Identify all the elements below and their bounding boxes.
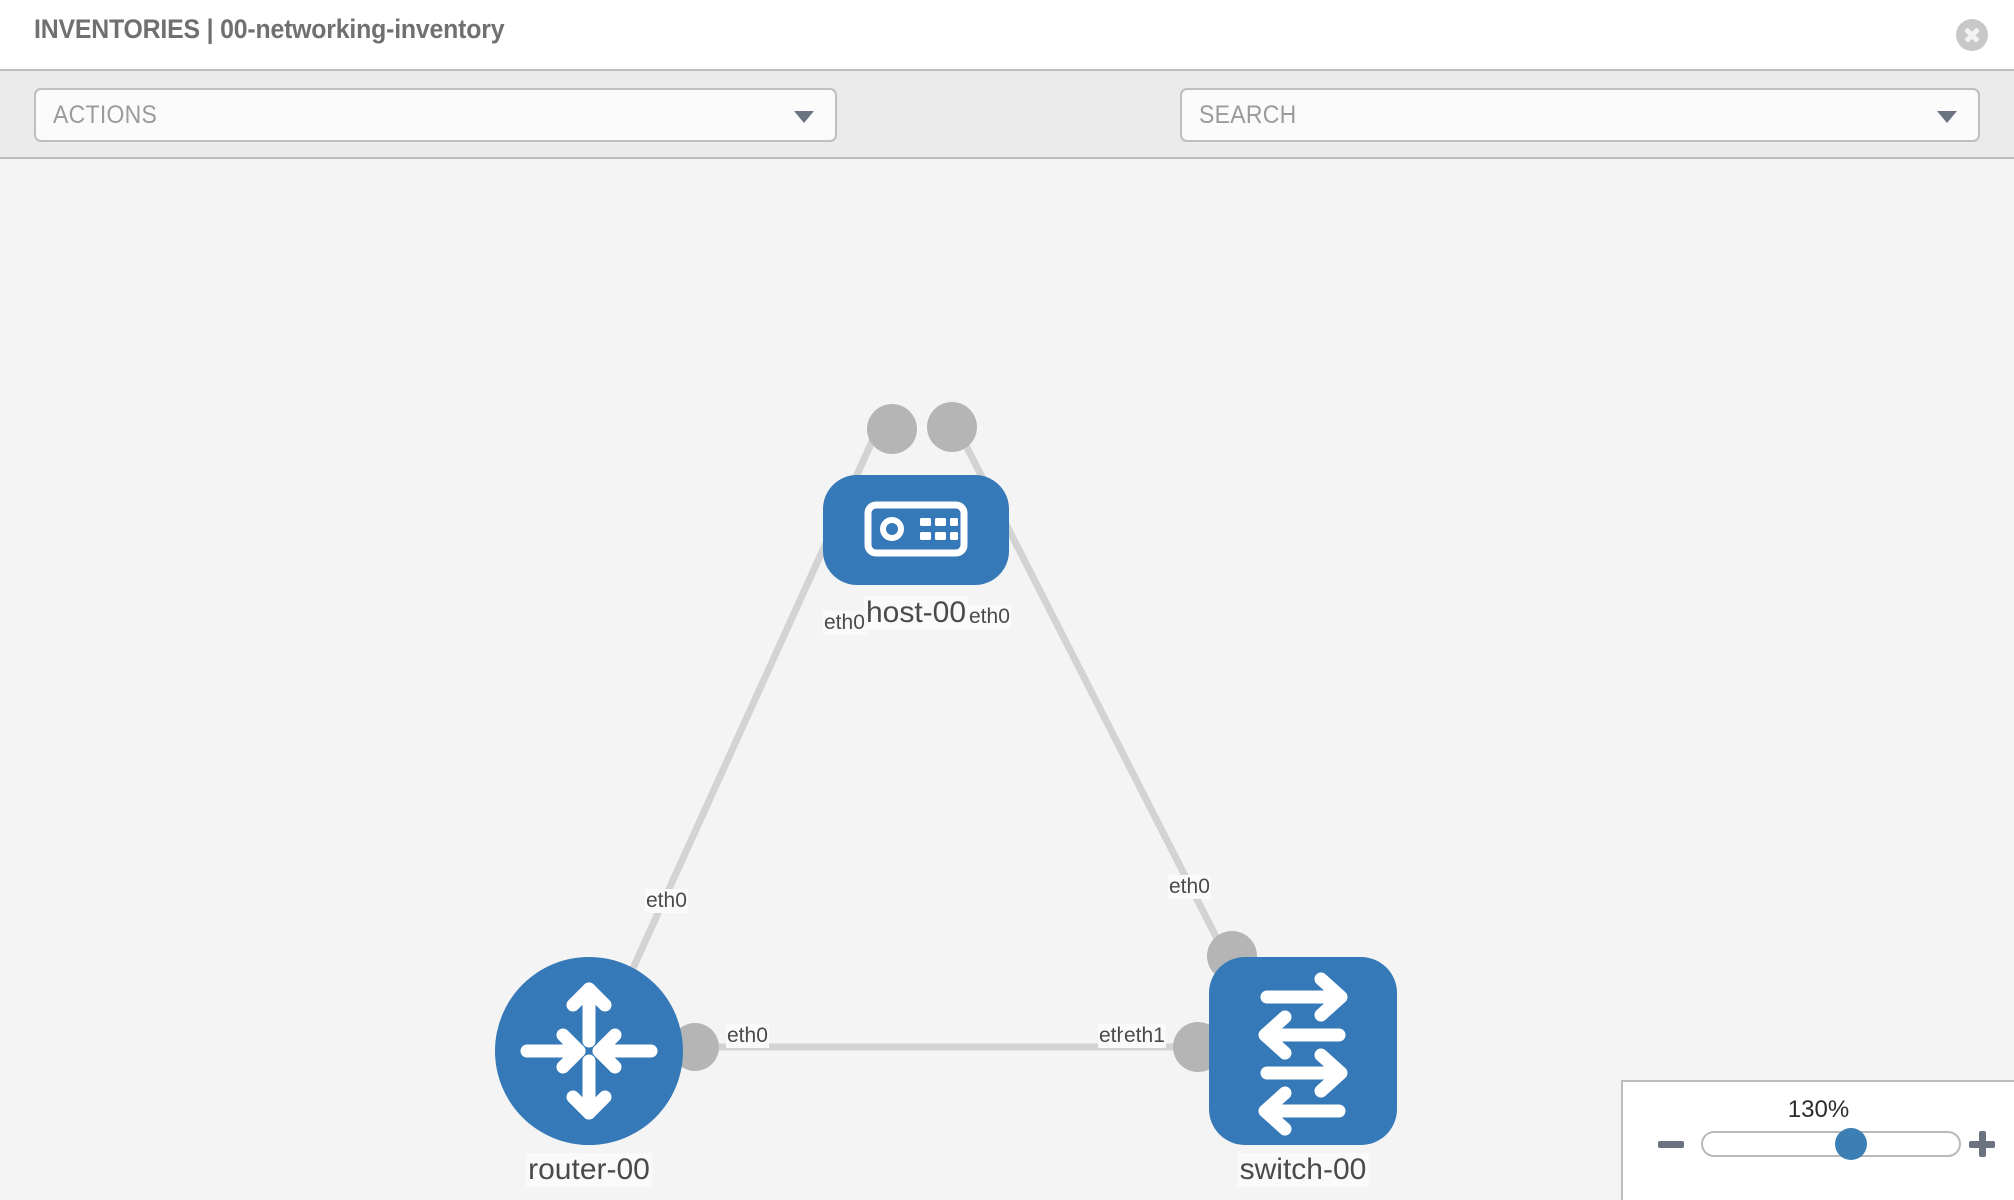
page-header: INVENTORIES | 00-networking-inventory — [0, 0, 2014, 69]
topology-canvas[interactable]: eth0 eth0 eth0 eth0 eth0 eth0 eth1 host-… — [0, 159, 2014, 1200]
port-host00-eth0-right — [927, 402, 977, 452]
topology-graph — [495, 402, 1397, 1145]
zoom-slider-thumb[interactable] — [1835, 1128, 1868, 1160]
close-icon[interactable] — [1956, 19, 1988, 51]
switch-arrows-icon — [1258, 972, 1348, 1136]
iface-label: eth0 — [968, 605, 1011, 629]
node-switch-00 — [1209, 957, 1397, 1145]
iface-label: eth0 — [1168, 875, 1211, 899]
chevron-down-icon — [794, 111, 814, 123]
search-placeholder: SEARCH — [1199, 101, 1297, 129]
node-label-host-00: host-00 — [863, 596, 969, 630]
node-router-00 — [495, 957, 683, 1145]
port-router00-eth0 — [671, 1023, 719, 1071]
zoom-control-panel: 130% — [1621, 1080, 2014, 1200]
minus-icon[interactable] — [1656, 1129, 1686, 1159]
zoom-slider[interactable] — [1701, 1128, 1961, 1160]
zoom-percent-label: 130% — [1787, 1096, 1850, 1123]
actions-dropdown-label: ACTIONS — [53, 101, 158, 129]
page-title: INVENTORIES | 00-networking-inventory — [34, 14, 505, 44]
actions-dropdown[interactable]: ACTIONS — [34, 88, 837, 142]
iface-label: eth0 — [645, 889, 688, 913]
chevron-down-icon — [1937, 111, 1957, 123]
node-label-switch-00: switch-00 — [1237, 1153, 1369, 1187]
iface-label: eth0 — [823, 611, 866, 635]
iface-label: eth1 — [1123, 1024, 1166, 1048]
search-input[interactable]: SEARCH — [1180, 88, 1980, 142]
node-host-00 — [823, 475, 1009, 585]
node-label-router-00: router-00 — [526, 1153, 652, 1187]
port-host00-eth0-left — [867, 404, 917, 454]
iface-label: eth0 — [726, 1024, 769, 1048]
plus-icon[interactable] — [1967, 1129, 1997, 1159]
toolbar: ACTIONS SEARCH — [0, 69, 2014, 204]
server-icon — [864, 501, 968, 557]
router-arrows-icon — [520, 982, 658, 1120]
